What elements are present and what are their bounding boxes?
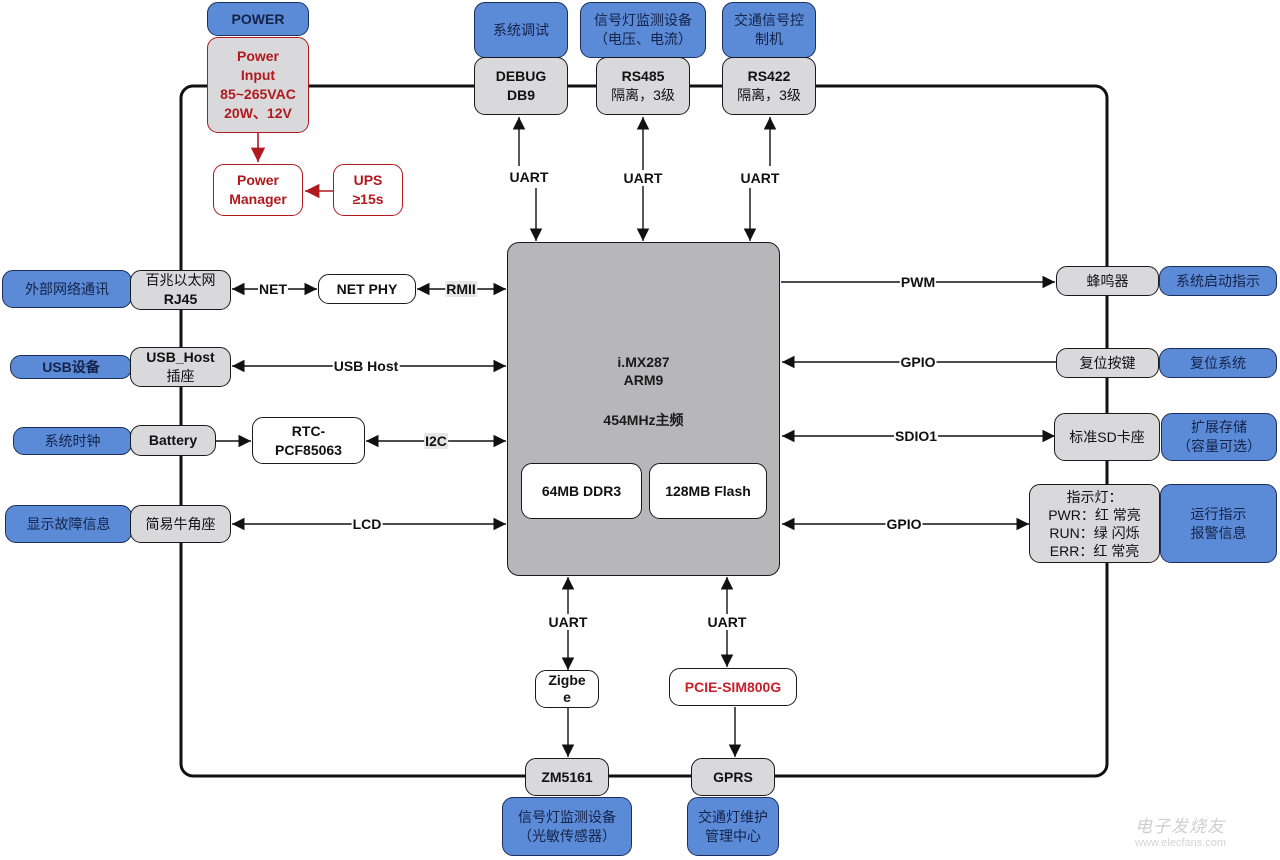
bus-label-net: NET [258, 281, 288, 297]
bus-label-uart-zigbee: UART [547, 614, 589, 630]
watermark-brand: 电子发烧友 [1135, 817, 1225, 836]
external-light-sensor: 信号灯监测设备（光敏传感器） [502, 797, 632, 856]
flash-block: 128MB Flash [649, 463, 767, 519]
external-usb-device: USB设备 [10, 355, 132, 379]
bus-label-gpio-reset: GPIO [899, 354, 937, 370]
external-system-debug: 系统调试 [474, 2, 568, 58]
bus-label-pwm: PWM [899, 274, 937, 290]
bus-label-lcd: LCD [351, 516, 383, 532]
cpu-frequency: 454MHz主频 [603, 412, 684, 428]
interface-zm5161: ZM5161 [525, 758, 609, 796]
interface-battery: Battery [130, 425, 216, 456]
watermark: 电子发烧友 www.elecfans.com [1135, 812, 1226, 849]
bus-label-sdio1: SDIO1 [893, 428, 939, 444]
bus-label-uart-sim: UART [706, 614, 748, 630]
external-expand-storage: 扩展存储（容量可选） [1161, 413, 1277, 461]
sim800g-module: PCIE-SIM800G [669, 668, 797, 706]
bus-label-uart-rs422: UART [739, 170, 781, 186]
external-signal-monitor-voltage: 信号灯监测设备（电压、电流） [580, 2, 706, 58]
bus-label-uart-rs485: UART [622, 170, 664, 186]
ups-box: UPS≥15s [333, 164, 403, 216]
interface-indicator-leds: 指示灯： PWR：红 常亮 RUN：绿 闪烁 ERR：红 常亮 [1029, 484, 1160, 563]
ram-block: 64MB DDR3 [521, 463, 642, 519]
external-system-clock: 系统时钟 [13, 427, 132, 455]
watermark-url: www.elecfans.com [1135, 837, 1227, 849]
interface-reset-button: 复位按键 [1056, 348, 1159, 378]
rtc-box: RTC-PCF85063 [252, 417, 365, 464]
bus-label-uart-debug: UART [508, 169, 550, 185]
external-reset-system: 复位系统 [1159, 348, 1277, 378]
net-phy-box: NET PHY [318, 274, 416, 304]
bus-label-i2c: I2C [424, 433, 448, 449]
interface-header-connector: 简易牛角座 [130, 505, 231, 543]
external-traffic-controller: 交通信号控制机 [722, 2, 816, 58]
interface-sd-slot: 标准SD卡座 [1054, 413, 1160, 461]
interface-gprs: GPRS [691, 758, 775, 796]
power-header: POWER [207, 2, 309, 36]
external-run-alarm: 运行指示报警信息 [1160, 484, 1277, 563]
external-network: 外部网络通讯 [2, 270, 132, 308]
bus-label-gpio-led: GPIO [885, 516, 923, 532]
interface-buzzer: 蜂鸣器 [1056, 266, 1159, 296]
external-fault-display: 显示故障信息 [5, 505, 132, 543]
external-startup-indicator: 系统启动指示 [1159, 266, 1277, 296]
bus-label-usb-host: USB Host [332, 358, 400, 374]
bus-label-rmii: RMII [445, 281, 477, 297]
external-maintenance-center: 交通灯维护管理中心 [687, 797, 779, 856]
